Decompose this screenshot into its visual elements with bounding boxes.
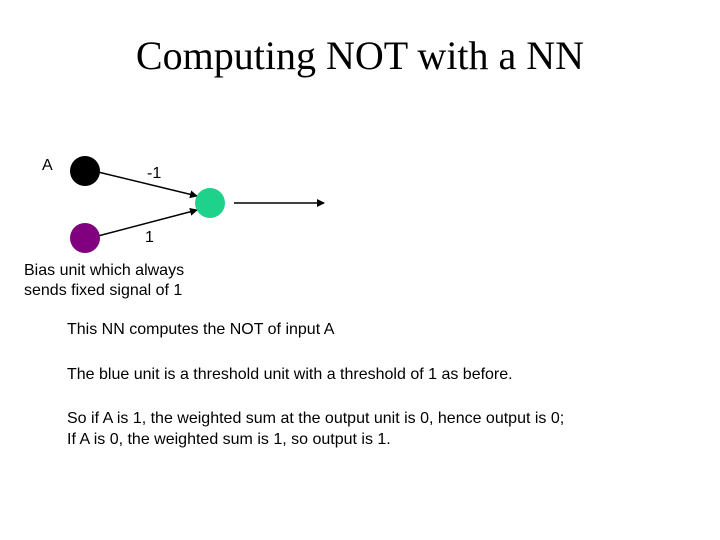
weight-bias-label: 1 (145, 229, 154, 246)
slide-title: Computing NOT with a NN (135, 33, 585, 78)
output-node (195, 188, 225, 218)
paragraph-3-line-1: So if A is 1, the weighted sum at the ou… (67, 410, 565, 427)
weight-input-label: -1 (147, 165, 162, 182)
bias-caption-line-2: sends fixed signal of 1 (24, 282, 183, 299)
edge-bias-to-output (97, 207, 198, 237)
input-node-a (70, 156, 100, 186)
edge-input-to-output (97, 171, 198, 199)
paragraph-1: This NN computes the NOT of input A (67, 321, 335, 338)
input-label: A (42, 157, 53, 174)
bias-caption: Bias unit which always sends fixed signa… (24, 261, 184, 301)
paragraph-3-line-2: If A is 0, the weighted sum is 1, so out… (67, 431, 391, 448)
paragraph-2: The blue unit is a threshold unit with a… (67, 366, 513, 383)
bias-caption-line-1: Bias unit which always (24, 262, 185, 279)
bias-node (70, 223, 100, 253)
